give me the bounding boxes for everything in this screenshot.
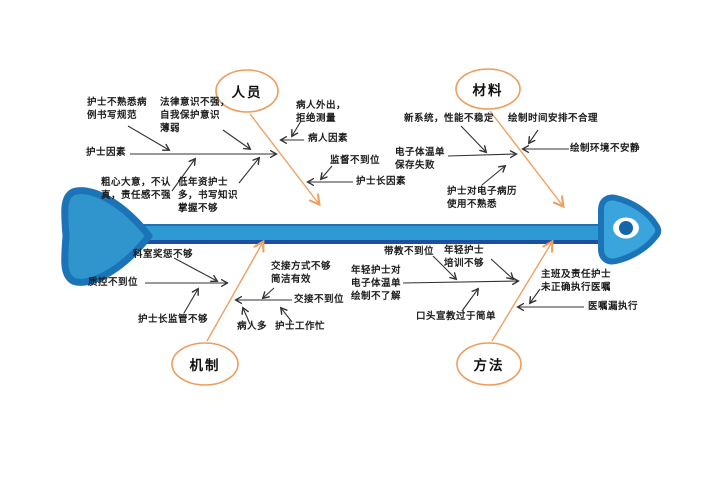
arrow-oral-education [461, 287, 480, 312]
arrow-dept-reward [173, 257, 219, 283]
cause-patient-out-refuse: 病人外出， 拒绝测量 [296, 100, 347, 124]
cause-headnurse-supervision-insufficient: 护士长监管不够 [138, 314, 209, 325]
category-label-personnel: 人员 [231, 85, 263, 101]
fish-spine [140, 224, 608, 244]
cause-handover-gap: 交接不到位 [294, 294, 345, 305]
bone-materials [489, 110, 565, 209]
arrow-emr-unfamiliar [481, 164, 507, 186]
category-oval-methods [456, 342, 522, 386]
cause-nurse-unfamiliar-standard: 护士不熟悉病 例书写规范 [87, 97, 148, 121]
cause-environment-not-quiet: 绘制环境不安静 [570, 143, 641, 154]
cause-quality-control-lacking: 质控不到位 [88, 277, 139, 288]
arrow-new-system [460, 125, 488, 154]
cause-young-nurse-training: 年轻护士 培训不够 [444, 245, 485, 269]
arrow-supervision [319, 165, 333, 181]
cause-young-nurse-unfamiliar-sheet: 年轻护士对 电子体温单 绘制不了解 [351, 265, 402, 302]
arrow-nurse-unfamiliar [127, 125, 171, 151]
arrow-temp-sheet-save [447, 150, 518, 159]
arrow-patient-out [291, 120, 302, 138]
arrow-nurse-busy [279, 306, 293, 323]
arrow-time-arrangement [527, 129, 539, 145]
cause-junior-nurses-knowledge: 低年资护士 多，书写知识 掌握不够 [178, 177, 239, 214]
arrow-headnurse-supervision [183, 287, 199, 314]
cause-shift-nurse-wrong-execution: 主班及责任护士 未正确执行医嘱 [541, 269, 612, 293]
category-label-mechanism: 机制 [189, 358, 221, 374]
cause-temp-sheet-save-fail: 电子体温单 保存失败 [395, 147, 446, 171]
cause-emr-unfamiliar: 护士对电子病历 使用不熟悉 [447, 186, 518, 210]
category-label-methods: 方法 [473, 358, 505, 374]
cause-oral-education-simple: 口头宣教过于简单 [416, 311, 497, 322]
fish-head [598, 194, 662, 265]
category-oval-mechanism [171, 342, 239, 386]
category-oval-personnel [215, 69, 279, 113]
cause-dept-reward-insufficient: 科室奖惩不够 [133, 249, 194, 260]
cause-nurse-factor: 护士因素 [86, 147, 127, 158]
category-oval-materials [455, 68, 521, 110]
cause-order-missed-execution: 医嘱漏执行 [588, 301, 639, 312]
cause-new-system-unstable: 新系统，性能不稳定 [404, 113, 495, 124]
cause-careless-irresponsible: 粗心大意，不认 真，责任感不强 [101, 177, 172, 201]
cause-nurses-busy: 护士工作忙 [275, 321, 326, 332]
arrow-young-training [490, 258, 515, 281]
fish-eye-pupil [619, 221, 633, 235]
cause-handover-not-concise: 交接方式不够 简洁有效 [271, 261, 332, 285]
arrow-junior-nurses [238, 156, 261, 184]
category-label-materials: 材料 [472, 83, 504, 99]
cause-supervision-lacking: 监督不到位 [330, 155, 381, 166]
bone-personnel [249, 113, 321, 207]
arrow-careless [171, 157, 197, 192]
cause-many-patients: 病人多 [237, 321, 268, 332]
arrow-handover-style [261, 287, 275, 300]
cause-patient-factor: 病人因素 [308, 133, 349, 144]
cause-time-arrangement-unreasonable: 绘制时间安排不合理 [508, 113, 599, 124]
bone-methods [491, 239, 554, 342]
cause-head-nurse-factor: 护士长因素 [356, 176, 407, 187]
arrow-legal-awareness [222, 129, 252, 151]
arrow-young-unfamiliar [402, 277, 520, 286]
arrow-shift-nurse [528, 288, 541, 305]
arrow-mentoring [432, 255, 458, 281]
cause-legal-awareness-weak: 法律意识不强， 自我保护意识 薄弱 [160, 97, 231, 134]
arrow-many-patients [241, 306, 251, 325]
cause-mentoring-gap: 带教不到位 [384, 246, 435, 257]
fish-tail [61, 187, 153, 286]
bone-mechanism [206, 239, 265, 342]
